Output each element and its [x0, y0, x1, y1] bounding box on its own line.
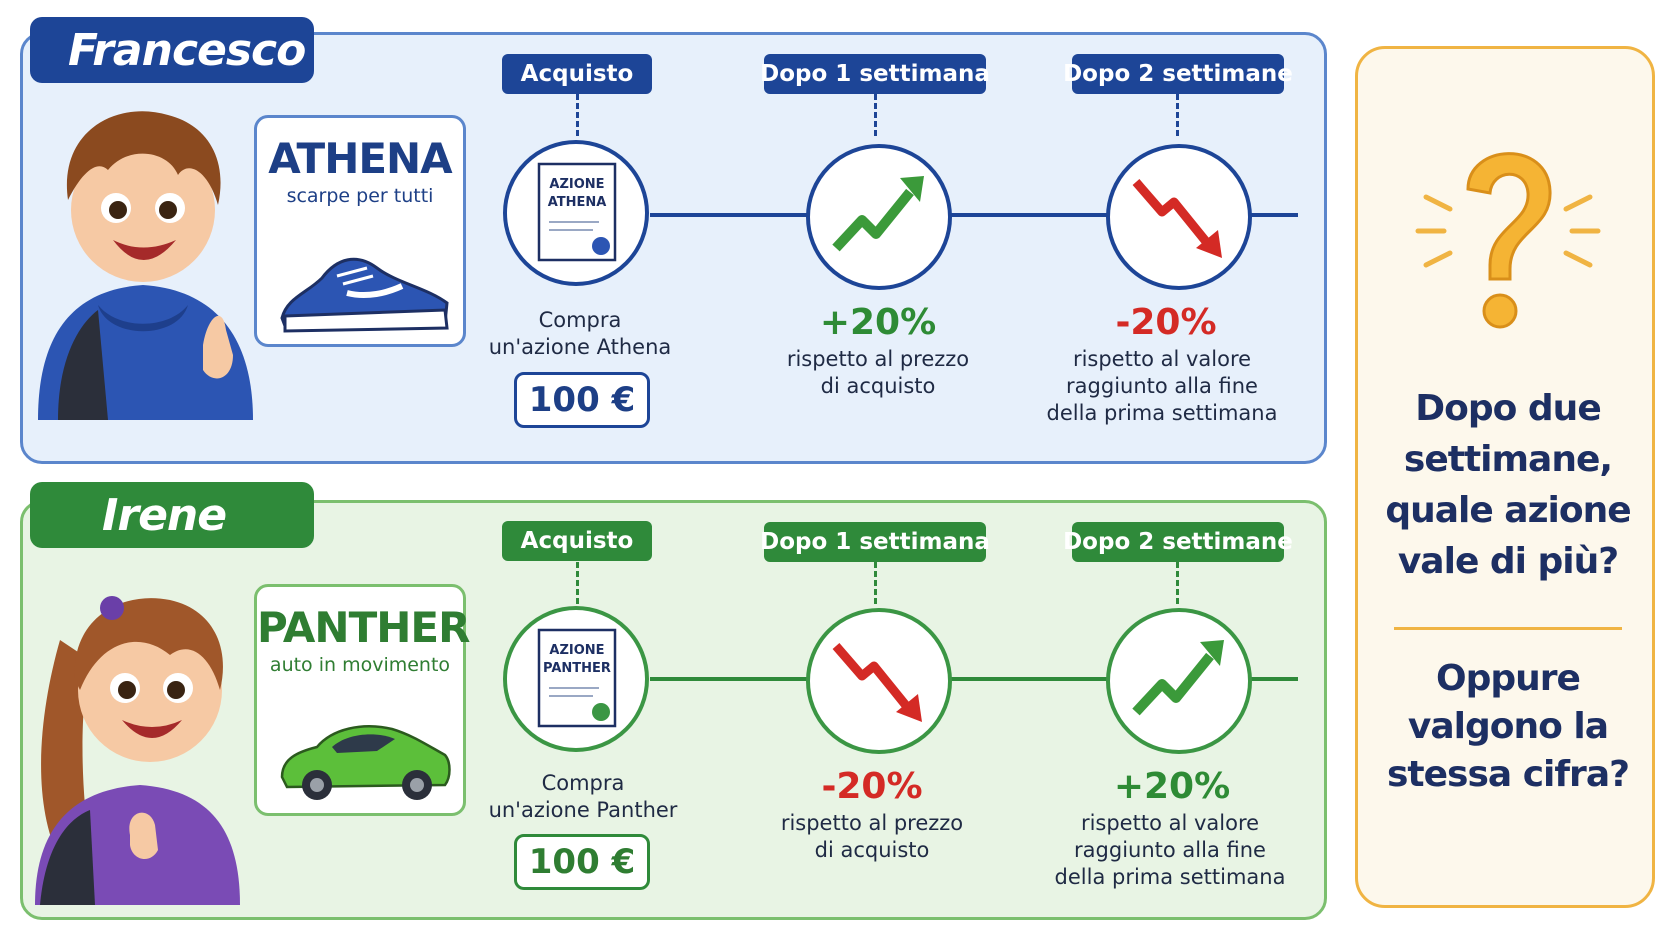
- irene-panel: [20, 500, 1327, 920]
- caption-line: Compra: [538, 308, 622, 332]
- trend-down-icon: [832, 643, 922, 722]
- week1-change: +20%: [819, 302, 937, 343]
- buy-caption: Compra un'azione Athena: [480, 307, 680, 361]
- question-divider: [1394, 627, 1622, 630]
- stage-label-week2: Dopo 2 settimane: [1063, 522, 1293, 562]
- certificate-line1: AZIONE: [549, 643, 604, 658]
- week2-circle: [1106, 144, 1252, 290]
- question-mark-icon: [1415, 152, 1601, 329]
- purchase-price: 100 €: [514, 372, 650, 428]
- certificate-line2: PANTHER: [543, 661, 611, 676]
- caption-line: di acquisto: [814, 838, 930, 862]
- caption-line: Compra: [541, 771, 625, 795]
- week2-change: -20%: [1115, 302, 1217, 343]
- question-line: valgono la: [1407, 706, 1609, 747]
- certificate-line1: AZIONE: [549, 177, 604, 192]
- dash-connector: [874, 562, 877, 604]
- trend-down-icon: [1132, 179, 1222, 258]
- question-line: quale azione: [1385, 490, 1631, 531]
- question-line: settimane,: [1403, 439, 1613, 480]
- trend-up-icon: [1132, 640, 1224, 716]
- certificate-circle: AZIONE ATHENA: [503, 140, 649, 286]
- stage-label-week1: Dopo 1 settimana: [760, 54, 990, 94]
- week2-change: +20%: [1113, 766, 1231, 807]
- caption-line: rispetto al prezzo: [780, 811, 964, 835]
- question-line: Dopo due: [1415, 388, 1601, 429]
- francesco-avatar: [38, 111, 253, 420]
- week2-caption: rispetto al valore raggiunto alla fine d…: [1040, 346, 1284, 427]
- certificate-circle: AZIONE PANTHER: [503, 606, 649, 752]
- caption-line: della prima settimana: [1046, 401, 1278, 425]
- caption-line: un'azione Panther: [488, 798, 678, 822]
- stage-label-week2: Dopo 2 settimane: [1063, 54, 1293, 94]
- certificate-line2: ATHENA: [548, 195, 607, 210]
- stage-label-week1: Dopo 1 settimana: [760, 522, 990, 562]
- caption-line: della prima settimana: [1054, 865, 1286, 889]
- week1-change: -20%: [821, 766, 923, 807]
- question-alt: Oppure valgono la stessa cifra?: [1358, 655, 1658, 799]
- question-line: Oppure: [1436, 658, 1581, 699]
- caption-line: di acquisto: [820, 374, 936, 398]
- buy-caption: Compra un'azione Panther: [478, 770, 688, 824]
- athena-brand-name: ATHENA: [268, 134, 452, 183]
- francesco-name-tab: Francesco: [30, 17, 314, 83]
- stage-label-purchase: Acquisto: [502, 54, 652, 94]
- certificate-icon: AZIONE ATHENA: [537, 162, 617, 262]
- francesco-name: Francesco: [68, 24, 306, 76]
- question-panel: Dopo due settimane, quale azione vale di…: [1355, 46, 1655, 908]
- irene-name-tab: Irene: [30, 482, 314, 548]
- timeline-line: [650, 677, 1298, 681]
- purchase-price: 100 €: [514, 834, 650, 890]
- week1-caption: rispetto al prezzo di acquisto: [770, 346, 986, 400]
- caption-line: rispetto al valore: [1072, 347, 1252, 371]
- athena-brand-card: ATHENA scarpe per tutti: [254, 115, 466, 347]
- dash-connector: [576, 562, 579, 604]
- dash-connector: [874, 94, 877, 136]
- sneaker-icon: [280, 257, 449, 333]
- question-line: vale di più?: [1397, 541, 1619, 582]
- week1-caption: rispetto al prezzo di acquisto: [764, 810, 980, 864]
- week1-circle: [806, 608, 952, 754]
- dash-connector: [576, 94, 579, 136]
- panther-brand-name: PANTHER: [257, 603, 470, 652]
- caption-line: raggiunto alla fine: [1066, 374, 1258, 398]
- car-icon: [280, 725, 451, 800]
- dash-connector: [1176, 94, 1179, 136]
- panther-brand-card: PANTHER auto in movimento: [254, 584, 470, 816]
- irene-avatar: [35, 596, 240, 905]
- week2-caption: rispetto al valore raggiunto alla fine d…: [1048, 810, 1292, 891]
- irene-name: Irene: [102, 489, 227, 541]
- dash-connector: [1176, 562, 1179, 604]
- timeline-line: [650, 213, 1298, 217]
- certificate-icon: AZIONE PANTHER: [537, 628, 617, 728]
- caption-line: raggiunto alla fine: [1074, 838, 1266, 862]
- caption-line: un'azione Athena: [488, 335, 672, 359]
- question-main: Dopo due settimane, quale azione vale di…: [1358, 383, 1658, 587]
- caption-line: rispetto al prezzo: [786, 347, 970, 371]
- panther-brand-subtitle: auto in movimento: [269, 654, 451, 676]
- stage-label-purchase: Acquisto: [502, 521, 652, 561]
- question-line: stessa cifra?: [1386, 754, 1630, 795]
- week2-circle: [1106, 608, 1252, 754]
- caption-line: rispetto al valore: [1080, 811, 1260, 835]
- trend-up-icon: [832, 176, 924, 252]
- athena-brand-subtitle: scarpe per tutti: [286, 185, 434, 207]
- week1-circle: [806, 144, 952, 290]
